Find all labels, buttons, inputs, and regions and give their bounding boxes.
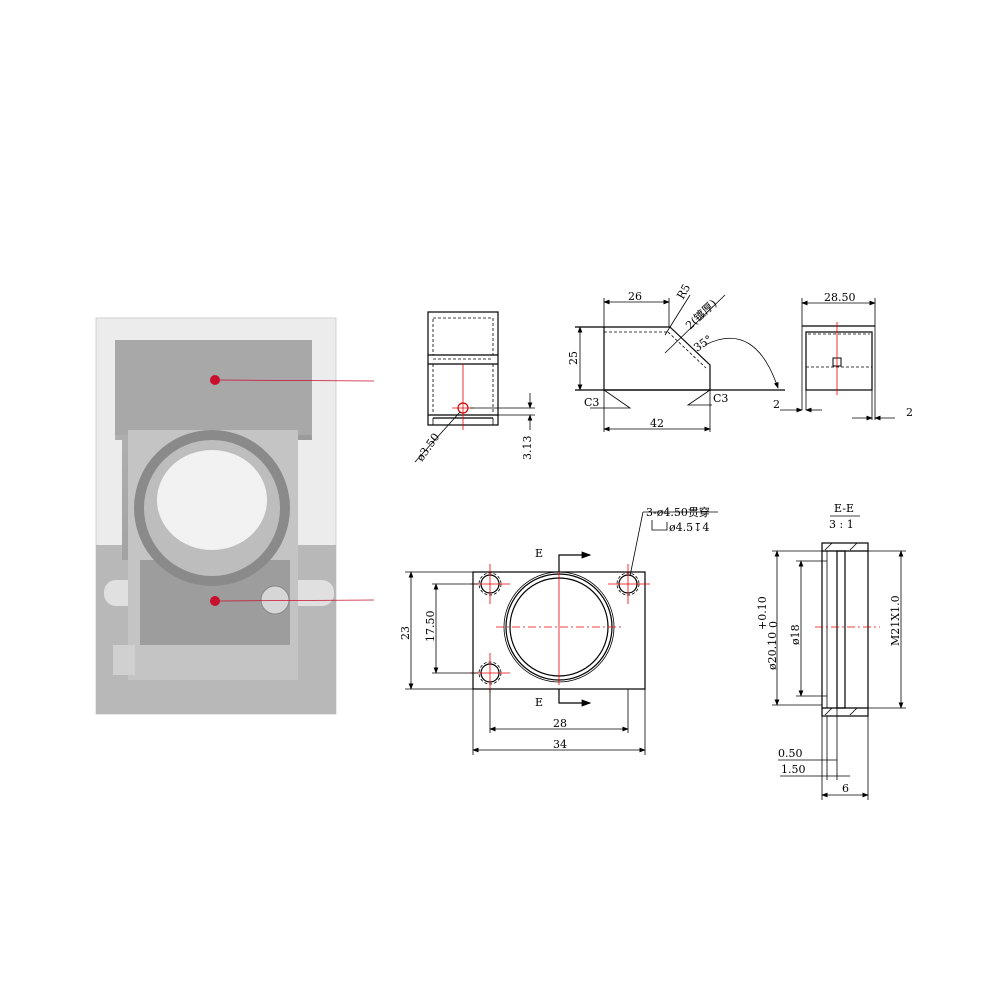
end-view: 28.50 2 2 xyxy=(773,291,913,421)
leg-left-label: 2 xyxy=(773,398,780,411)
hole-spacing-h-label: 28 xyxy=(553,717,567,730)
screw-icon xyxy=(260,585,290,615)
front-view: ø3.50 3.13 xyxy=(414,311,535,464)
marker-dot-bottom xyxy=(210,596,220,606)
plate-view: E E 23 17.50 28 34 3-ø4.50贯穿 ø4.5↧4 xyxy=(399,505,718,755)
tol-upper-label: +0.10 xyxy=(756,596,769,630)
marker-dot-top xyxy=(210,375,220,385)
hole-dia-label: ø3.50 xyxy=(414,431,443,464)
plate-height-label: 23 xyxy=(399,626,412,640)
plate-width-label: 34 xyxy=(553,738,567,751)
radius-label: R5 xyxy=(674,282,693,302)
side-view: 26 25 42 C3 C3 R5 2(镀厚) 35° xyxy=(567,282,785,432)
section-scale: 3 : 1 xyxy=(829,518,854,531)
chamfer-left-label: C3 xyxy=(584,396,599,409)
chamfer-right-label: C3 xyxy=(713,392,728,405)
bottom-length-label: 42 xyxy=(650,417,664,430)
height-label: 25 xyxy=(567,351,580,365)
hole-note-through: 3-ø4.50贯穿 xyxy=(646,505,710,519)
mount-hole xyxy=(608,564,650,604)
section-title: E-E xyxy=(834,502,854,515)
depth-label: 6 xyxy=(842,782,849,795)
bore-dia-label: ø20.10 xyxy=(766,632,779,670)
product-photo xyxy=(95,317,375,715)
leg-right-label: 2 xyxy=(906,406,913,419)
step2-label: 1.50 xyxy=(781,763,806,776)
plating-label: 2(镀厚) xyxy=(682,296,719,332)
section-view: E-E 3 : 1 ø20.10 +0.10 0 ø18 M21X1.0 0.5… xyxy=(756,502,906,800)
hole-note-counterbore: ø4.5↧4 xyxy=(669,521,709,534)
thread-label: M21X1.0 xyxy=(889,595,902,646)
step1-label: 0.50 xyxy=(778,747,803,760)
inner-dia-label: ø18 xyxy=(789,624,802,645)
hole-height-label: 3.13 xyxy=(521,436,534,461)
tol-lower-label: 0 xyxy=(767,621,780,628)
hole-spacing-v-label: 17.50 xyxy=(424,611,437,643)
section-mark-top: E xyxy=(535,547,543,560)
section-mark-bottom: E xyxy=(535,696,543,709)
lens-bore xyxy=(157,450,267,550)
top-length-label: 26 xyxy=(628,290,642,303)
width-label: 28.50 xyxy=(824,291,856,304)
